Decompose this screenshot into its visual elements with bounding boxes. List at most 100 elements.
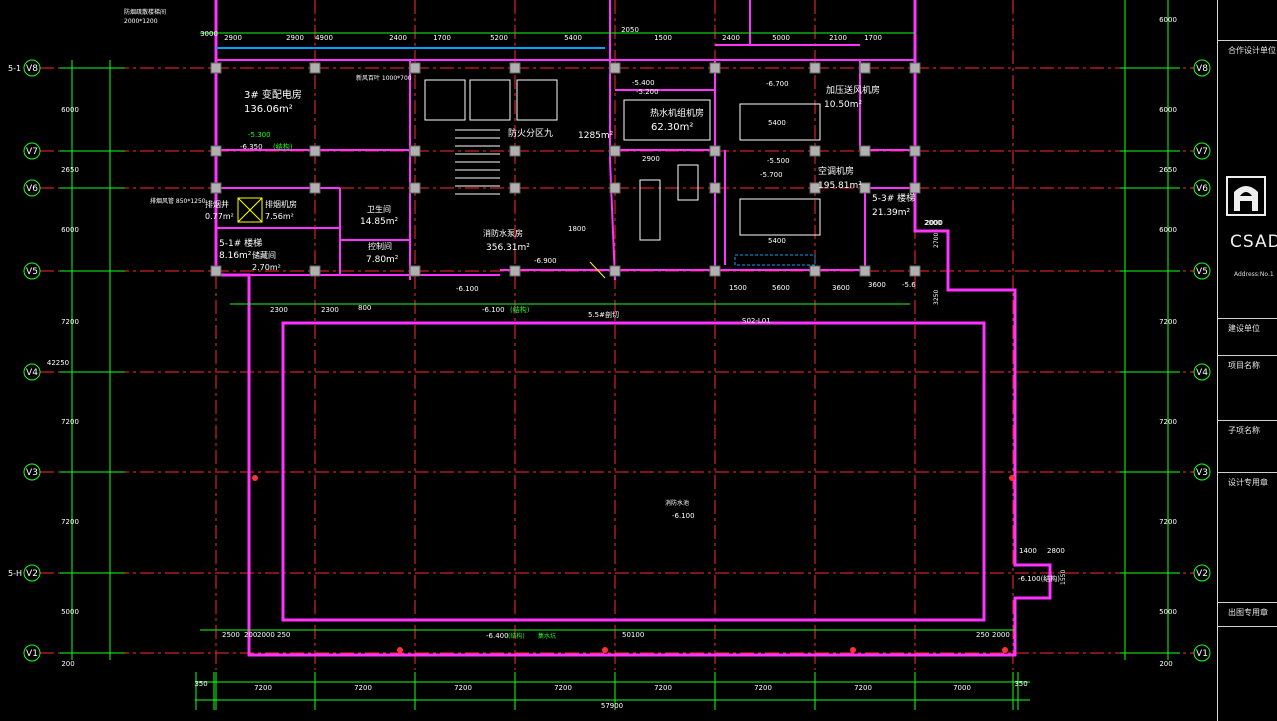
elev-tag-3: (结构): [510, 305, 530, 314]
room-name-substation[interactable]: 3# 变配电房: [244, 88, 302, 101]
axis-label-left-v3: V3: [26, 468, 38, 478]
room-labels: 3# 变配电房 136.06m² -5.300 5-1# 楼梯 8.16m² 排…: [205, 84, 915, 272]
column-8: [909, 62, 921, 74]
mid-dim-9: 5400: [768, 119, 786, 127]
axis-bubble-right-v3[interactable]: [1193, 463, 1211, 481]
top-dim-13: 1700: [864, 34, 882, 42]
column-0: [210, 62, 222, 74]
mid-dim-1: 2300: [270, 306, 288, 314]
room-name-smoke-shaft[interactable]: 排烟井: [205, 199, 229, 209]
axis-bubble-left-v5[interactable]: [23, 262, 41, 280]
column-19: [309, 182, 321, 194]
axis-bubble-left-v3[interactable]: [23, 463, 41, 481]
axis-label-right-v3: V3: [1196, 468, 1208, 478]
axis-bubble-right-v7[interactable]: [1193, 142, 1211, 160]
axis-bubble-left-v1[interactable]: [23, 644, 41, 662]
column-10: [309, 145, 321, 157]
right-dim-v5-v4: 7200: [1159, 318, 1177, 326]
wing-dim-2: 2700: [933, 233, 940, 248]
tb-row-subitem: 子项名称: [1218, 420, 1277, 470]
column-7: [859, 62, 871, 74]
right-row-dimensions: 6000 6000 2650 6000 7200 7200 7200 5000 …: [1159, 16, 1177, 668]
axis-bubble-left-v7[interactable]: [23, 142, 41, 160]
dimension-layer: [60, 0, 1180, 710]
top-dim-5: 1700: [433, 34, 451, 42]
room-name-control[interactable]: 控制间: [368, 241, 392, 251]
axis-prefix-v2: 5-H: [8, 569, 22, 578]
column-29: [409, 265, 421, 277]
room-name-pressurize[interactable]: 加压送风机房: [826, 84, 880, 96]
room-name-pump[interactable]: 消防水泵房: [483, 228, 523, 238]
room-area-hot-water: 62.30m²: [651, 122, 693, 133]
pool-dim-3: 2000: [257, 631, 275, 639]
room-name-wc[interactable]: 卫生间: [367, 204, 391, 214]
axis-bubble-right-v2[interactable]: [1193, 564, 1211, 582]
mid-dim-3: 800: [358, 304, 371, 312]
axis-bubble-left-v6[interactable]: [23, 179, 41, 197]
column-5: [709, 62, 721, 74]
column-4: [609, 62, 621, 74]
room-name-stair-5-1[interactable]: 5-1# 楼梯: [219, 237, 262, 249]
room-name-storage[interactable]: 储藏间: [252, 250, 276, 260]
left-dim-v2-v1: 5000: [61, 608, 79, 616]
pool-name[interactable]: 消防水池: [665, 499, 689, 507]
outer-wall: [214, 0, 1052, 657]
bottom-dim-3: 7200: [454, 684, 472, 692]
equipment-hot-water-2: [623, 99, 711, 141]
axis-bubble-left-v8[interactable]: [23, 59, 41, 77]
room-name-stair-5-3[interactable]: 5-3# 楼梯: [872, 192, 915, 204]
column-30: [509, 265, 521, 277]
column-33: [809, 265, 821, 277]
left-overall-dim: 42250: [47, 359, 69, 367]
axis-bubble-right-v6[interactable]: [1193, 179, 1211, 197]
axis-bubble-left-v2[interactable]: [23, 564, 41, 582]
logo-mark: [1234, 186, 1258, 211]
column-32: [709, 265, 721, 277]
right-axis-bubbles: V8 V7 V6 V5 V4 V3 V2 V1: [1193, 59, 1211, 662]
tb-row-project-label: 项目名称: [1228, 361, 1260, 370]
pool-dim-7: 2000: [992, 631, 1010, 639]
axis-bubble-right-v8[interactable]: [1193, 59, 1211, 77]
equipment-tank-0: [424, 79, 466, 121]
room-area-ac: 195.81m²: [818, 181, 862, 191]
stair-mark-yellow: [589, 261, 606, 279]
tb-row-partner-label: 合作设计单位: [1228, 46, 1276, 55]
elev-mark-7: -6.700: [766, 80, 789, 88]
elev-mark-6: -5.400: [632, 79, 655, 87]
room-area-smoke-exhaust: 7.56m²: [265, 212, 294, 221]
equipment-pump-2: [677, 164, 699, 201]
top-dim-7: 5400: [564, 34, 582, 42]
axis-bubble-right-v5[interactable]: [1193, 262, 1211, 280]
axis-label-right-v7: V7: [1196, 147, 1208, 157]
room-name-fire-zone[interactable]: 防火分区九: [508, 127, 553, 139]
axis-bubble-right-v1[interactable]: [1193, 644, 1211, 662]
column-27: [210, 265, 222, 277]
pool-dim-2: 200: [244, 631, 257, 639]
interior-wall-8: [609, 159, 616, 281]
column-20: [409, 182, 421, 194]
column-23: [709, 182, 721, 194]
sump-marker-4: [252, 475, 258, 481]
room-name-ac[interactable]: 空调机房: [818, 165, 854, 177]
axis-bubble-left-v4[interactable]: [23, 363, 41, 381]
column-9: [210, 145, 222, 157]
column-24: [809, 182, 821, 194]
wing-dim-1: 2000: [925, 219, 943, 227]
left-dim-v5-v4: 7200: [61, 318, 79, 326]
top-dimensions: 3000 2900 2900 4900 2400 1700 5200 5400 …: [124, 8, 882, 42]
axis-label-left-v7: V7: [26, 147, 38, 157]
room-name-smoke-exhaust[interactable]: 排烟机房: [265, 199, 297, 209]
room-name-hot-water[interactable]: 热水机组机房: [650, 107, 704, 119]
room-area-wc: 14.85m²: [360, 217, 399, 227]
left-bottom-offset: 200: [61, 660, 74, 668]
left-dim-v6-v5: 6000: [61, 226, 79, 234]
sump-marker-0: [397, 647, 403, 653]
left-dim-v3-v2: 7200: [61, 518, 79, 526]
notch-dim-1: 1400: [1019, 547, 1037, 555]
axis-bubble-right-v4[interactable]: [1193, 363, 1211, 381]
pool-dim-6: 250: [976, 631, 989, 639]
sump-marker-3: [1002, 647, 1008, 653]
axis-label-left-v4: V4: [26, 368, 38, 378]
elev-mark-4: -5.700: [760, 171, 783, 179]
